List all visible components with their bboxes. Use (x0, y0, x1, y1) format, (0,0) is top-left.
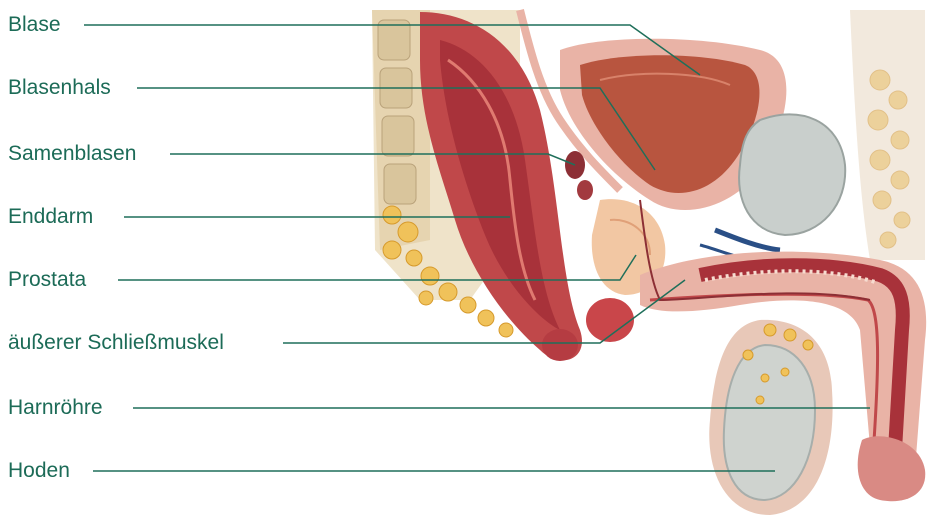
label-samenblasen: Samenblasen (8, 141, 136, 167)
label-harnroehre: Harnröhre (8, 395, 103, 421)
testis (709, 320, 832, 515)
label-enddarm: Enddarm (8, 204, 93, 230)
label-blasenhals: Blasenhals (8, 75, 111, 101)
label-prostata: Prostata (8, 267, 86, 293)
label-blase: Blase (8, 12, 61, 38)
label-schliessmuskel: äußerer Schließmuskel (8, 330, 224, 356)
label-hoden: Hoden (8, 458, 70, 484)
